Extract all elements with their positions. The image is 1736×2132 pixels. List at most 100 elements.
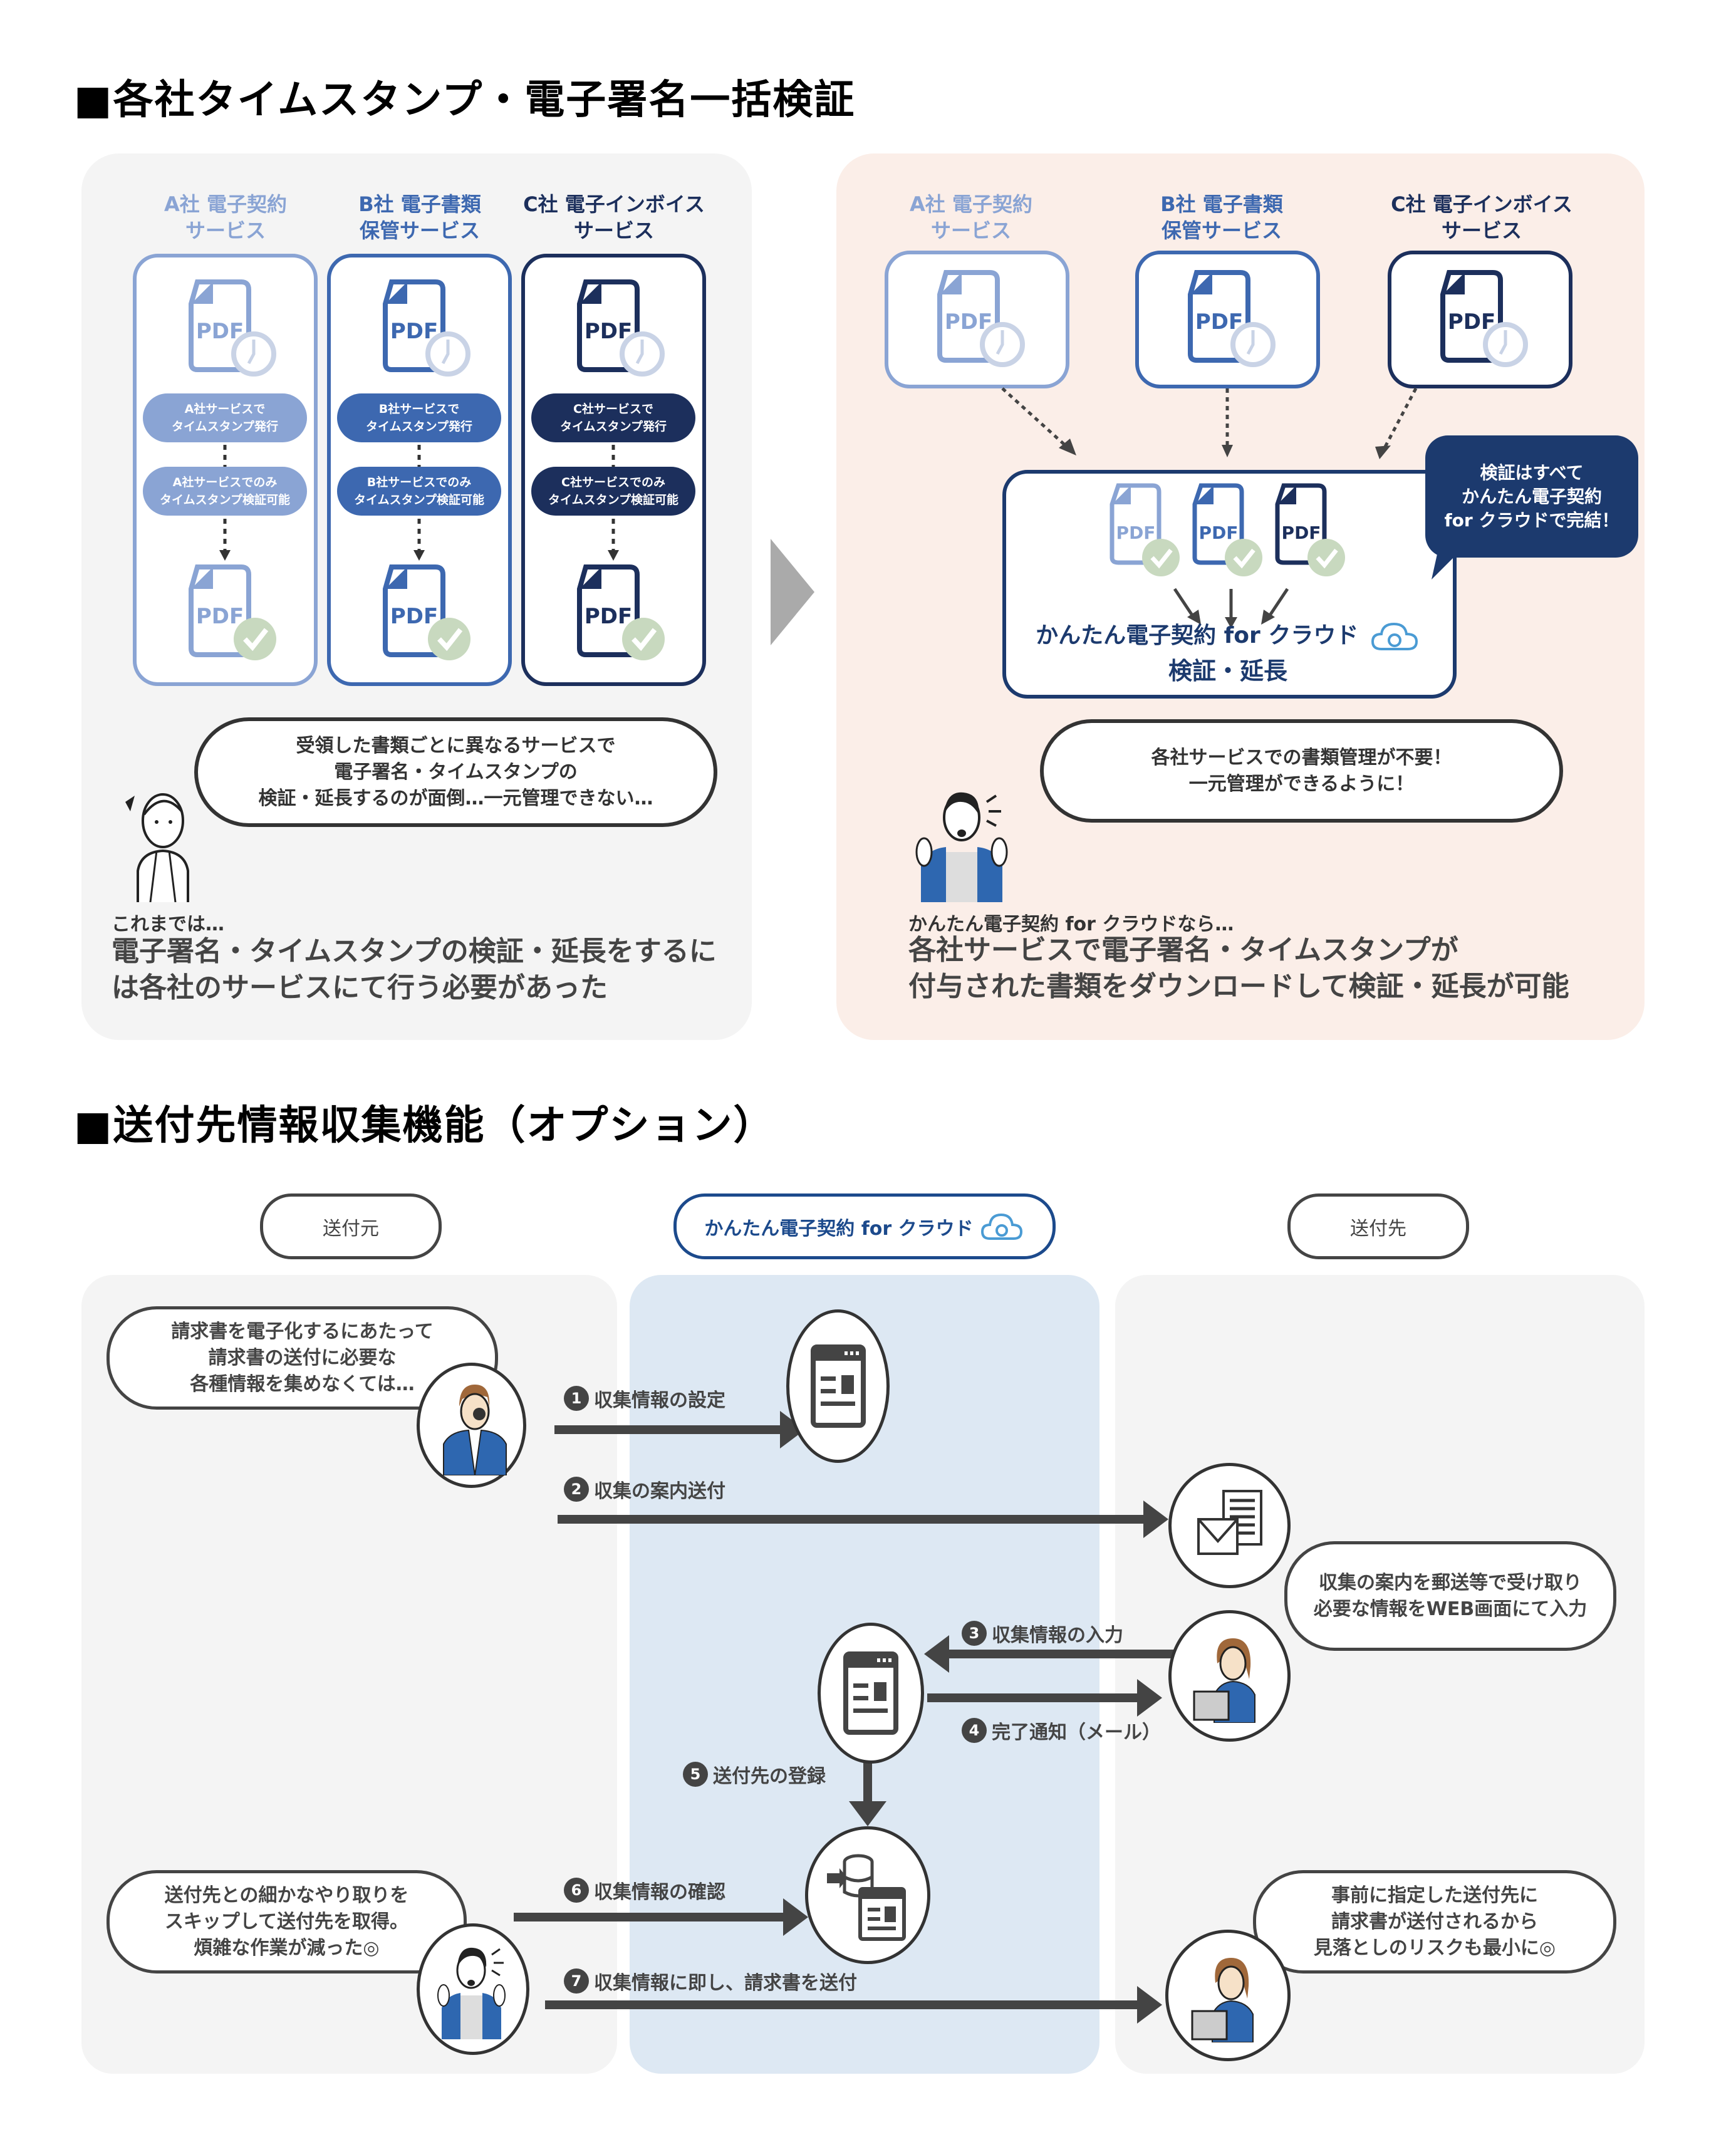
mail-document-icon (1197, 1490, 1262, 1555)
mail-document-circle (1168, 1463, 1291, 1588)
happy-person-icon (915, 792, 1008, 902)
pdf-check-icon: PDF (577, 564, 665, 660)
before-service-label-b: B社 電子書類 保管サービス (358, 192, 481, 242)
dotted-arrows-to-product (1001, 387, 1418, 459)
svg-text:PDF: PDF (390, 319, 438, 344)
happy-person-icon (437, 1947, 506, 2039)
businesswoman-laptop-icon (1193, 1638, 1255, 1723)
businesswoman-laptop-icon (1191, 1958, 1254, 2042)
before-service-label-a: A社 電子契約 サービス (164, 192, 287, 242)
before-service-label-c: C社 電子インボイス サービス (523, 192, 705, 242)
step-text: 収集情報の確認 (594, 1881, 725, 1903)
after-service-label-c: C社 電子インボイス サービス (1391, 192, 1572, 242)
timestamp-issue-pill-c: C社サービスで タイムスタンプ発行 (531, 393, 695, 442)
recipient-person-laptop-avatar-2 (1165, 1930, 1291, 2061)
pdf-clock-icon: PDF (383, 279, 470, 377)
pdf-clock-icon: PDF (577, 279, 665, 377)
after-speech-bubble: 各社サービスでの書類管理が不要！ 一元管理ができるように！ (1040, 719, 1563, 823)
timestamp-issue-pill-b: B社サービスで タイムスタンプ発行 (337, 393, 501, 442)
step-text: 収集情報の入力 (992, 1625, 1123, 1646)
businessman-phone-icon (442, 1385, 507, 1475)
after-service-label-a: A社 電子契約 サービス (910, 192, 1032, 242)
recipient-mid-bubble: 収集の案内を郵送等で受け取り 必要な情報をWEB画面にて入力 (1284, 1541, 1616, 1651)
svg-text:PDF: PDF (945, 309, 992, 335)
svg-text:PDF: PDF (1282, 523, 1321, 543)
column-header-service-text: かんたん電子契約 for クラウド (704, 1217, 974, 1240)
recipient-person-laptop-avatar (1168, 1610, 1291, 1742)
step-number-badge: 6 (564, 1878, 589, 1903)
callout-complete-in-product: 検証はすべて かんたん電子契約 for クラウドで完結！ (1425, 435, 1638, 558)
converging-arrows (1173, 588, 1289, 628)
pdf-clock-icon: PDF (189, 279, 276, 377)
svg-text:PDF: PDF (1116, 523, 1156, 543)
step-text: 完了通知（メール） (992, 1722, 1161, 1744)
before-caption-small: これまでは… (112, 913, 224, 935)
worried-person-icon (125, 793, 189, 902)
timestamp-verify-pill-c: C社サービスでのみ タイムスタンプ検証可能 (531, 467, 695, 516)
step-number-badge: 3 (962, 1621, 987, 1646)
column-header-recipient: 送付先 (1287, 1193, 1469, 1259)
verified-pdf-icons: PDF PDF PDF (1110, 483, 1345, 576)
database-form-circle (805, 1826, 930, 1964)
svg-text:PDF: PDF (1448, 309, 1495, 335)
dotted-connectors (219, 445, 619, 561)
pdf-check-icon: PDF (189, 564, 276, 660)
step-text: 収集情報に即し、請求書を送付 (594, 1972, 857, 1994)
timestamp-verify-pill-a: A社サービスでのみ タイムスタンプ検証可能 (143, 467, 307, 516)
column-header-sender: 送付元 (260, 1193, 442, 1259)
product-action: 検証・延長 (1168, 657, 1287, 685)
column-header-service: かんたん電子契約 for クラウド (673, 1193, 1056, 1259)
product-name-text: かんたん電子契約 for クラウド (1036, 623, 1359, 648)
product-name: かんたん電子契約 for クラウド (1027, 617, 1428, 654)
svg-text:PDF: PDF (390, 604, 438, 629)
chevron-right-icon (771, 539, 814, 645)
sender-person-happy-avatar (417, 1923, 529, 2055)
before-caption-big: 電子署名・タイムスタンプの検証・延長をするに は各社のサービスにて行う必要があっ… (112, 935, 717, 1004)
step-text: 収集の案内送付 (594, 1480, 725, 1502)
svg-text:PDF: PDF (585, 604, 632, 629)
step-number-badge: 7 (564, 1968, 589, 1994)
svg-text:PDF: PDF (196, 604, 244, 629)
pdf-clock-icon: PDF (1188, 270, 1276, 367)
after-caption-small: かんたん電子契約 for クラウドなら… (908, 913, 1234, 935)
database-register-icon (827, 1854, 906, 1941)
svg-text:PDF: PDF (585, 319, 632, 344)
web-form-icon (810, 1344, 866, 1428)
svg-text:PDF: PDF (1195, 309, 1243, 335)
svg-text:PDF: PDF (196, 319, 244, 344)
web-form-icon (843, 1651, 898, 1735)
after-service-label-b: B社 電子書類 保管サービス (1160, 192, 1283, 242)
pdf-check-icon: PDF (383, 564, 470, 660)
web-form-circle-2 (818, 1623, 924, 1764)
pdf-clock-icon: PDF (937, 270, 1025, 367)
svg-text:PDF: PDF (1199, 523, 1239, 543)
step-number-badge: 1 (564, 1386, 589, 1411)
pdf-clock-icon: PDF (1440, 270, 1528, 367)
cloud-sync-icon (980, 1213, 1022, 1240)
step-number-badge: 4 (962, 1718, 987, 1743)
step-number-badge: 2 (564, 1477, 589, 1502)
step-number-badge: 5 (683, 1762, 708, 1787)
step-text: 送付先の登録 (713, 1765, 826, 1787)
cloud-sync-icon (1371, 622, 1418, 650)
recipient-bottom-bubble: 事前に指定した送付先に 請求書が送付されるから 見落としのリスクも最小に◎ (1253, 1870, 1616, 1973)
timestamp-verify-pill-b: B社サービスでのみ タイムスタンプ検証可能 (337, 467, 501, 516)
sender-person-phone-avatar (417, 1363, 526, 1488)
section-title-recipient-info: ■送付先情報収集機能（オプション） (74, 1103, 775, 1149)
web-form-circle-1 (786, 1309, 890, 1463)
step-text: 収集情報の設定 (594, 1390, 725, 1412)
before-speech-bubble: 受領した書類ごとに異なるサービスで 電子署名・タイムスタンプの 検証・延長するの… (194, 717, 717, 827)
callout-tail (1432, 551, 1460, 580)
after-caption-big: 各社サービスで電子署名・タイムスタンプが 付与された書類をダウンロードして検証・… (908, 934, 1569, 1002)
section-title-bulk-verification: ■各社タイムスタンプ・電子署名一括検証 (74, 77, 856, 123)
sender-bottom-bubble: 送付先との細かなやり取りを スキップして送付先を取得。 煩雑な作業が減った◎ (107, 1870, 467, 1973)
timestamp-issue-pill-a: A社サービスで タイムスタンプ発行 (143, 393, 307, 442)
